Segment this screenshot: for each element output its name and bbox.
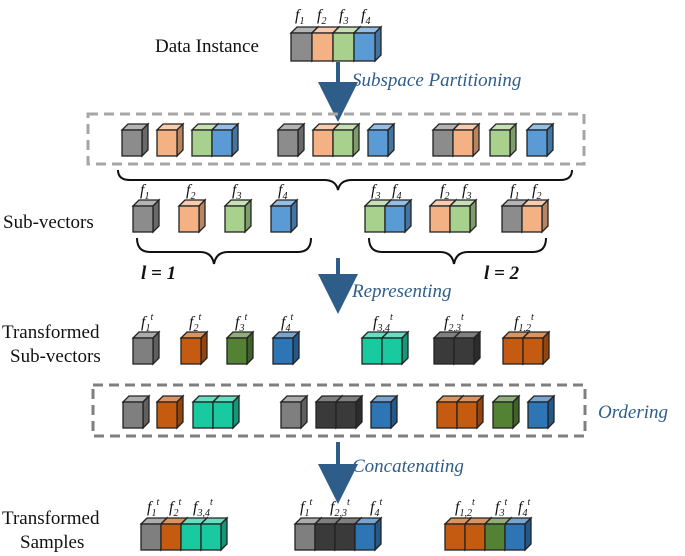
instance-f4-label: f4 — [361, 7, 370, 27]
subvector-f1-cube-1 — [131, 198, 161, 234]
partition-f2-cube-1 — [155, 122, 185, 158]
instance-f3-label: f3 — [339, 7, 348, 27]
sample-2-f4-label: f4t — [370, 497, 382, 519]
transformed-f4-label: f4t — [281, 312, 293, 334]
partition-f4b-cube-1 — [525, 122, 555, 158]
subvector-f4-label: f4 — [278, 182, 287, 202]
transformed-samples-label-1: Transformed — [2, 508, 100, 529]
partition-f1b-cube-1 — [276, 122, 306, 158]
level-l1-label: l = 1 — [141, 263, 176, 284]
partition-f1-cube-1 — [120, 122, 150, 158]
transformed-samples-label-2: Samples — [20, 532, 84, 553]
subvector-f2-label: f2 — [186, 182, 195, 202]
transformed-f3-cube-1 — [225, 330, 255, 366]
data-instance-cube-4 — [352, 25, 383, 63]
partition-f2-f3-cube-2 — [331, 122, 361, 158]
ordering-c2-cube-1 — [491, 394, 521, 430]
sample-1-f1-label: f1t — [147, 497, 159, 519]
transformed-f12-label: f1,2t — [514, 312, 534, 334]
sample-3-f3-label: f3t — [495, 497, 507, 519]
ordering-b1-cube-1 — [279, 394, 309, 430]
partition-f3-f4-cube-2 — [210, 122, 240, 158]
ordering-a1-cube-1 — [121, 394, 151, 430]
partition-brace — [117, 169, 573, 191]
sample-3-f4-label: f4t — [518, 497, 530, 519]
instance-f1-label: f1 — [295, 7, 304, 27]
subvector-f3b-pair-label: f3 — [462, 182, 471, 202]
subvector-f1-pair-label: f1 — [510, 182, 519, 202]
transformed-f12-cube-2 — [521, 330, 551, 366]
transformed-f34-cube-2 — [380, 330, 410, 366]
ordering-a2-cube-1 — [155, 394, 185, 430]
subvector-f2b-pair-label: f2 — [532, 182, 541, 202]
transformed-f34-label: f3,4t — [373, 312, 393, 334]
transformed-f3-label: f3t — [235, 312, 247, 334]
ordering-c3-cube-1 — [526, 394, 556, 430]
subvector-f3-f4-cube-2 — [383, 198, 413, 234]
ordering-a3-cube-2 — [211, 394, 241, 430]
step-ordering: Ordering — [598, 402, 668, 423]
transformed-f1-cube-1 — [131, 330, 161, 366]
transformed-sub-vectors-label-1: Transformed — [2, 322, 100, 343]
ordering-c1-cube-2 — [455, 394, 485, 430]
subvector-f2-f3-cube-1 — [428, 198, 458, 234]
transformed-f4-cube-1 — [271, 330, 301, 366]
sample-2-cube-4 — [353, 516, 383, 552]
feature-label-layer: f1 f2 f3 f4 f1 f2 f3 f4 f3 f4 f2 f3 f1 f2 f1t f2t f3t f4t… — [140, 7, 541, 519]
transformed-sub-vectors-label-2: Sub-vectors — [10, 346, 101, 367]
sample-2-f1-label: f1t — [300, 497, 312, 519]
ordering-b2-cube-2 — [334, 394, 364, 430]
cube-layer — [120, 25, 556, 552]
ordering-b3-cube-1 — [369, 394, 399, 430]
subvector-f4-pair-label: f4 — [392, 182, 401, 202]
level-1-bracket — [136, 237, 312, 265]
sub-vectors-label: Sub-vectors — [3, 212, 94, 233]
subvector-f1-label: f1 — [140, 182, 149, 202]
instance-f2-label: f2 — [317, 7, 326, 27]
subvector-f2-cube-1 — [177, 198, 207, 234]
transformed-f2-cube-1 — [179, 330, 209, 366]
transformed-f23-cube-2 — [452, 330, 482, 366]
transformed-f1-label: f1t — [141, 312, 153, 334]
subvector-f3-cube-1 — [223, 198, 253, 234]
subvector-f2-pair-label: f2 — [440, 182, 449, 202]
sample-1-cube-4 — [199, 516, 229, 552]
step-representing: Representing — [351, 281, 452, 302]
transformed-f2-label: f2t — [189, 312, 201, 334]
subvector-f4-cube-1 — [269, 198, 299, 234]
subvector-f3-pair-label: f3 — [371, 182, 380, 202]
level-2-bracket — [368, 237, 547, 265]
transformed-f23-label: f2,3t — [444, 312, 464, 334]
partition-f1-f2-cube-2 — [451, 122, 481, 158]
sample-3-cube-4 — [503, 516, 533, 552]
step-subspace-partitioning: Subspace Partitioning — [352, 70, 521, 91]
step-concatenating: Concatenating — [352, 456, 464, 477]
subvector-f1-f2-cube-2 — [520, 198, 550, 234]
level-l2-label: l = 2 — [484, 263, 520, 284]
subvector-f3-label: f3 — [232, 182, 241, 202]
sample-1-f34-label: f3,4t — [193, 497, 213, 519]
subvector-f2-f3-cube-2 — [448, 198, 478, 234]
sample-2-f23-label: f2,3t — [330, 497, 350, 519]
data-instance-label: Data Instance — [155, 36, 259, 57]
partition-f4-cube-1 — [366, 122, 396, 158]
partition-box — [86, 112, 586, 166]
partition-f3-cube-1 — [488, 122, 518, 158]
sample-1-f2-label: f2t — [169, 497, 181, 519]
ordering-box — [91, 383, 587, 438]
sample-3-f12-label: f1,2t — [455, 497, 475, 519]
